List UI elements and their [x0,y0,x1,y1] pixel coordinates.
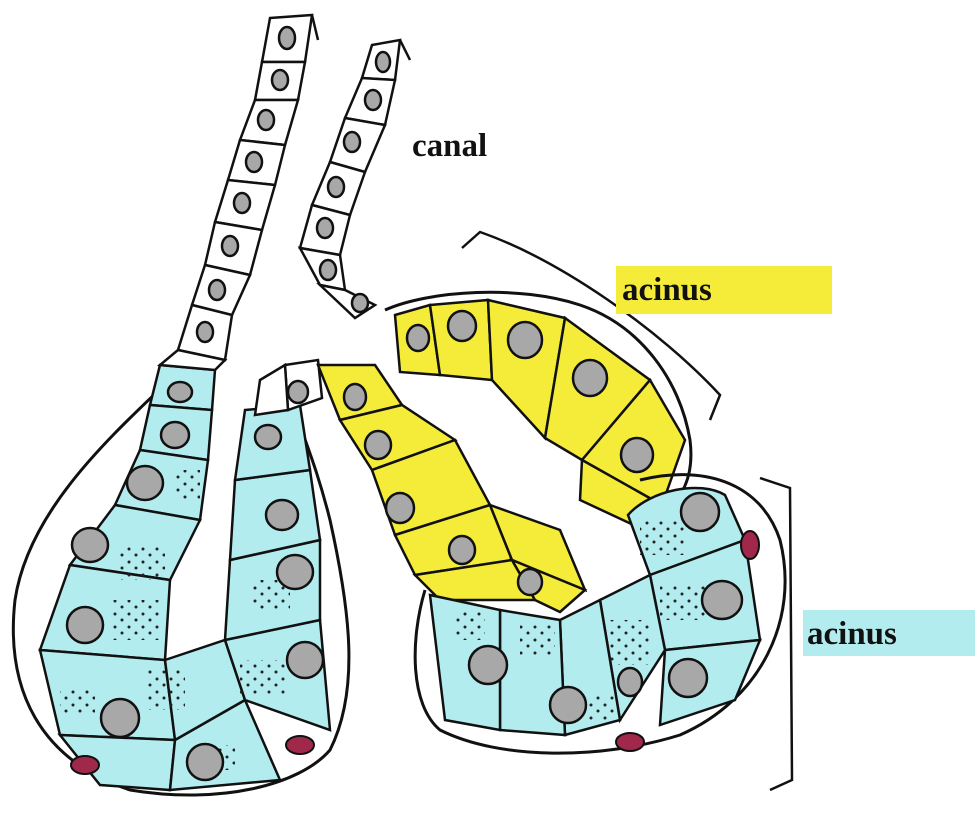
canal-label: canal [412,130,487,163]
mucous-acinus-label: acinus [616,266,832,314]
left-gland [13,360,349,795]
serous-acinus-label: acinus [803,610,975,656]
right-canal-duct [300,40,410,318]
middle-canal-nuclei [288,381,308,403]
